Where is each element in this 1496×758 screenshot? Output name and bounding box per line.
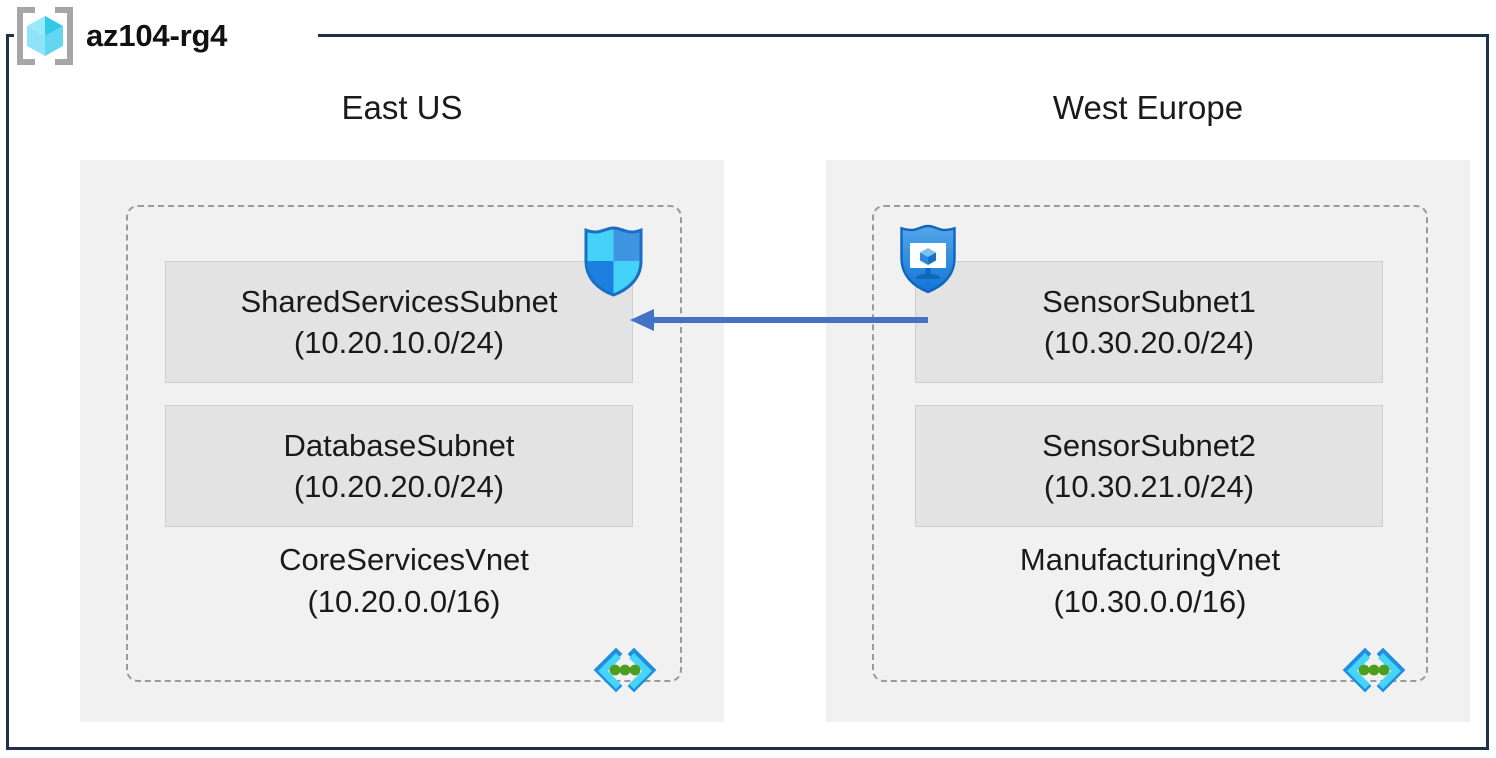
resource-group-frame	[6, 34, 1489, 750]
virtual-network-icon[interactable]	[1341, 647, 1407, 694]
region-label: West Europe	[1052, 89, 1244, 126]
region-east-us: East US	[80, 86, 724, 130]
subnet-cidr: (10.20.20.0/24)	[293, 469, 505, 504]
subnet-cidr: (10.20.10.0/24)	[293, 325, 505, 360]
subnet-sensor-1[interactable]: SensorSubnet1 (10.30.20.0/24)	[915, 261, 1383, 383]
subnet-sensor-2[interactable]: SensorSubnet2 (10.30.21.0/24)	[915, 405, 1383, 527]
vnet-cidr: (10.20.0.0/16)	[307, 584, 501, 619]
resource-group-name: az104-rg4	[86, 18, 228, 53]
vnet-peering-arrow	[628, 304, 928, 336]
network-security-group-shield-icon[interactable]	[581, 225, 646, 297]
subnet-shared-services[interactable]: SharedServicesSubnet (10.20.10.0/24)	[165, 261, 633, 383]
region-label: East US	[341, 89, 463, 126]
subnet-name: SensorSubnet1	[1042, 284, 1256, 319]
subnet-name: SharedServicesSubnet	[240, 284, 558, 319]
resource-group-header: az104-rg4	[14, 6, 242, 66]
subnet-name: SensorSubnet2	[1042, 428, 1256, 463]
subnet-cidr: (10.30.20.0/24)	[1043, 325, 1255, 360]
vnet-name: ManufacturingVnet	[1019, 542, 1281, 577]
security-center-shield-monitor-icon[interactable]	[897, 224, 959, 294]
resource-group-frame-top-right-stub	[318, 34, 1489, 37]
vnet-cidr: (10.30.0.0/16)	[1053, 584, 1247, 619]
subnet-name: DatabaseSubnet	[283, 428, 515, 463]
subnet-database[interactable]: DatabaseSubnet (10.20.20.0/24)	[165, 405, 633, 527]
vnet-name: CoreServicesVnet	[279, 542, 529, 577]
vnet-manufacturing: ManufacturingVnet (10.30.0.0/16)	[872, 205, 1428, 682]
vnet-core-services: CoreServicesVnet (10.20.0.0/16)	[126, 205, 682, 682]
subnet-cidr: (10.30.21.0/24)	[1043, 469, 1255, 504]
region-west-europe: West Europe	[826, 86, 1470, 130]
resource-group-frame-top-left-stub	[6, 34, 20, 37]
resource-group-cube-icon	[14, 7, 76, 65]
virtual-network-icon[interactable]	[592, 647, 658, 694]
